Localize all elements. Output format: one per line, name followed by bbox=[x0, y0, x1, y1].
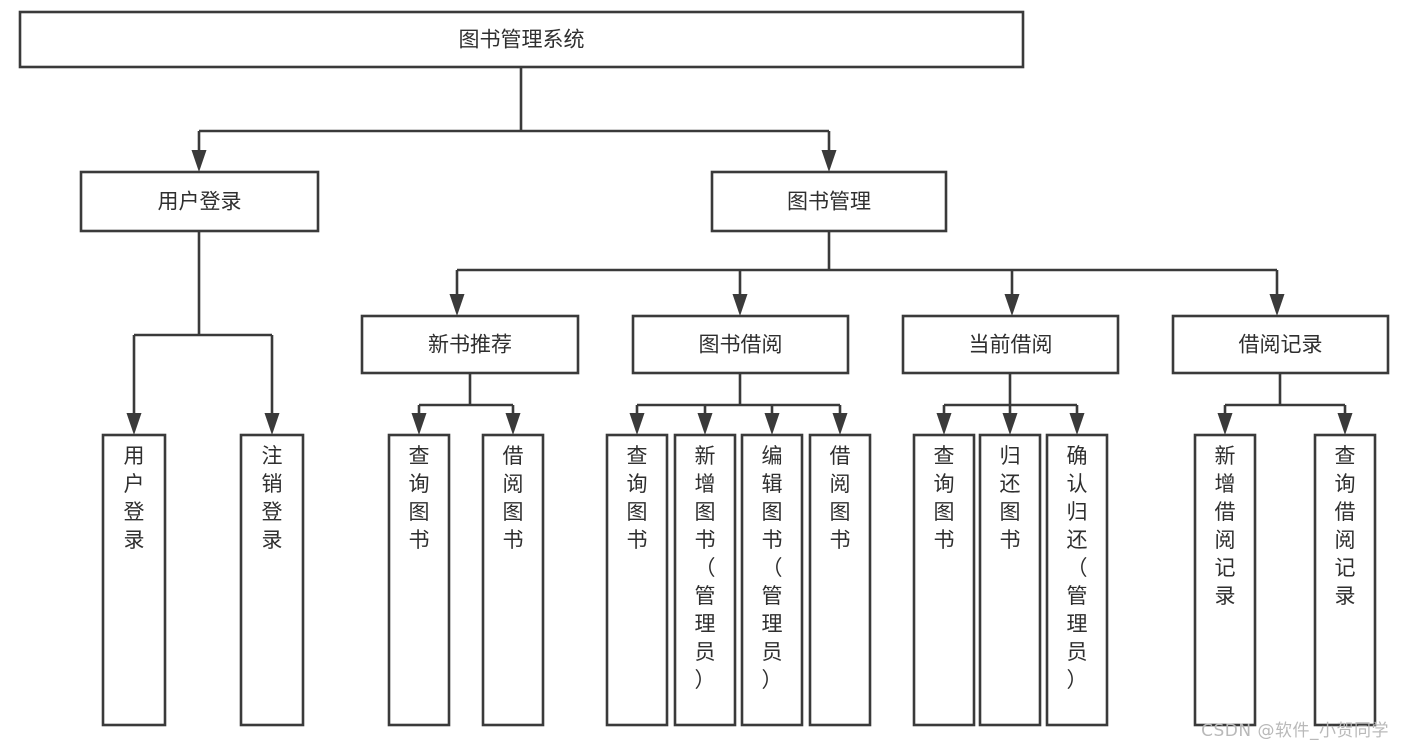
node-box-leaf-add-borrow-record[interactable] bbox=[1193, 433, 1257, 727]
user-login-arrow-1-head bbox=[264, 413, 280, 435]
root-arrow-1-head bbox=[821, 150, 837, 172]
current-borrow-arrow-0-head bbox=[936, 413, 952, 435]
node-box-leaf-borrow-book[interactable] bbox=[808, 433, 872, 727]
node-box-book-management[interactable] bbox=[710, 170, 948, 233]
node-box-borrow-record[interactable] bbox=[1171, 314, 1390, 375]
node-box-layer bbox=[18, 10, 1390, 727]
node-label-leaf-borrow-book: 借阅图书 bbox=[830, 444, 851, 552]
node-box-leaf-borrow-book-recommend[interactable] bbox=[481, 433, 545, 727]
node-box-root[interactable] bbox=[18, 10, 1025, 69]
node-label-root: 图书管理系统 bbox=[459, 28, 585, 52]
node-box-leaf-query-book-recommend[interactable] bbox=[387, 433, 451, 727]
node-label-leaf-add-book-admin: 新增图书（管理员） bbox=[695, 444, 716, 692]
node-box-book-borrow[interactable] bbox=[631, 314, 850, 375]
node-box-current-borrow[interactable] bbox=[901, 314, 1120, 375]
node-label-book-borrow: 图书借阅 bbox=[699, 333, 783, 357]
node-label-leaf-user-login: 用户登录 bbox=[124, 444, 145, 552]
book-borrow-arrow-1-head bbox=[697, 413, 713, 435]
node-box-leaf-return-book[interactable] bbox=[978, 433, 1042, 727]
book-borrow-arrow-0-head bbox=[629, 413, 645, 435]
book-management-arrow-1-head bbox=[732, 294, 748, 316]
node-box-leaf-user-login[interactable] bbox=[101, 433, 167, 727]
node-label-current-borrow: 当前借阅 bbox=[969, 333, 1053, 357]
book-management-arrow-0-head bbox=[449, 294, 465, 316]
node-box-leaf-query-book-current[interactable] bbox=[912, 433, 976, 727]
node-box-leaf-confirm-return-admin[interactable] bbox=[1045, 433, 1109, 727]
new-book-recommend-arrow-1-head bbox=[505, 413, 521, 435]
node-label-layer: 图书管理系统用户登录图书管理新书推荐图书借阅当前借阅借阅记录用户登录注销登录查询… bbox=[124, 28, 1356, 693]
node-box-leaf-query-borrow-record[interactable] bbox=[1313, 433, 1377, 727]
node-label-borrow-record: 借阅记录 bbox=[1239, 333, 1323, 357]
current-borrow-arrow-1-head bbox=[1002, 413, 1018, 435]
node-box-leaf-add-book-admin[interactable] bbox=[673, 433, 737, 727]
borrow-record-arrow-1-head bbox=[1337, 413, 1353, 435]
node-box-leaf-query-book-borrow[interactable] bbox=[605, 433, 669, 727]
node-label-leaf-borrow-book-recommend: 借阅图书 bbox=[503, 444, 524, 552]
node-label-leaf-query-book-borrow: 查询图书 bbox=[627, 444, 648, 552]
borrow-record-arrow-0-head bbox=[1217, 413, 1233, 435]
node-box-user-login[interactable] bbox=[79, 170, 320, 233]
root-arrow-0-head bbox=[191, 150, 207, 172]
node-label-book-management: 图书管理 bbox=[787, 190, 871, 214]
node-box-leaf-logout-login[interactable] bbox=[239, 433, 305, 727]
node-box-leaf-edit-book-admin[interactable] bbox=[740, 433, 804, 727]
user-login-arrow-0-head bbox=[126, 413, 142, 435]
book-borrow-arrow-3-head bbox=[832, 413, 848, 435]
node-label-new-book-recommend: 新书推荐 bbox=[428, 333, 512, 357]
book-management-arrow-3-head bbox=[1269, 294, 1285, 316]
node-label-leaf-edit-book-admin: 编辑图书（管理员） bbox=[762, 444, 783, 692]
book-management-arrow-2-head bbox=[1004, 294, 1020, 316]
node-label-leaf-return-book: 归还图书 bbox=[1000, 444, 1021, 552]
node-label-leaf-confirm-return-admin: 确认归还（管理员） bbox=[1067, 444, 1088, 692]
node-label-leaf-add-borrow-record: 新增借阅记录 bbox=[1215, 444, 1236, 608]
new-book-recommend-arrow-0-head bbox=[411, 413, 427, 435]
node-label-leaf-query-borrow-record: 查询借阅记录 bbox=[1335, 444, 1356, 608]
connector-layer bbox=[126, 67, 1353, 435]
node-label-user-login: 用户登录 bbox=[158, 190, 242, 214]
node-label-leaf-query-book-recommend: 查询图书 bbox=[409, 444, 430, 552]
node-label-leaf-logout-login: 注销登录 bbox=[262, 444, 283, 552]
node-label-leaf-query-book-current: 查询图书 bbox=[934, 444, 955, 552]
node-box-new-book-recommend[interactable] bbox=[360, 314, 580, 375]
current-borrow-arrow-2-head bbox=[1069, 413, 1085, 435]
book-borrow-arrow-2-head bbox=[764, 413, 780, 435]
